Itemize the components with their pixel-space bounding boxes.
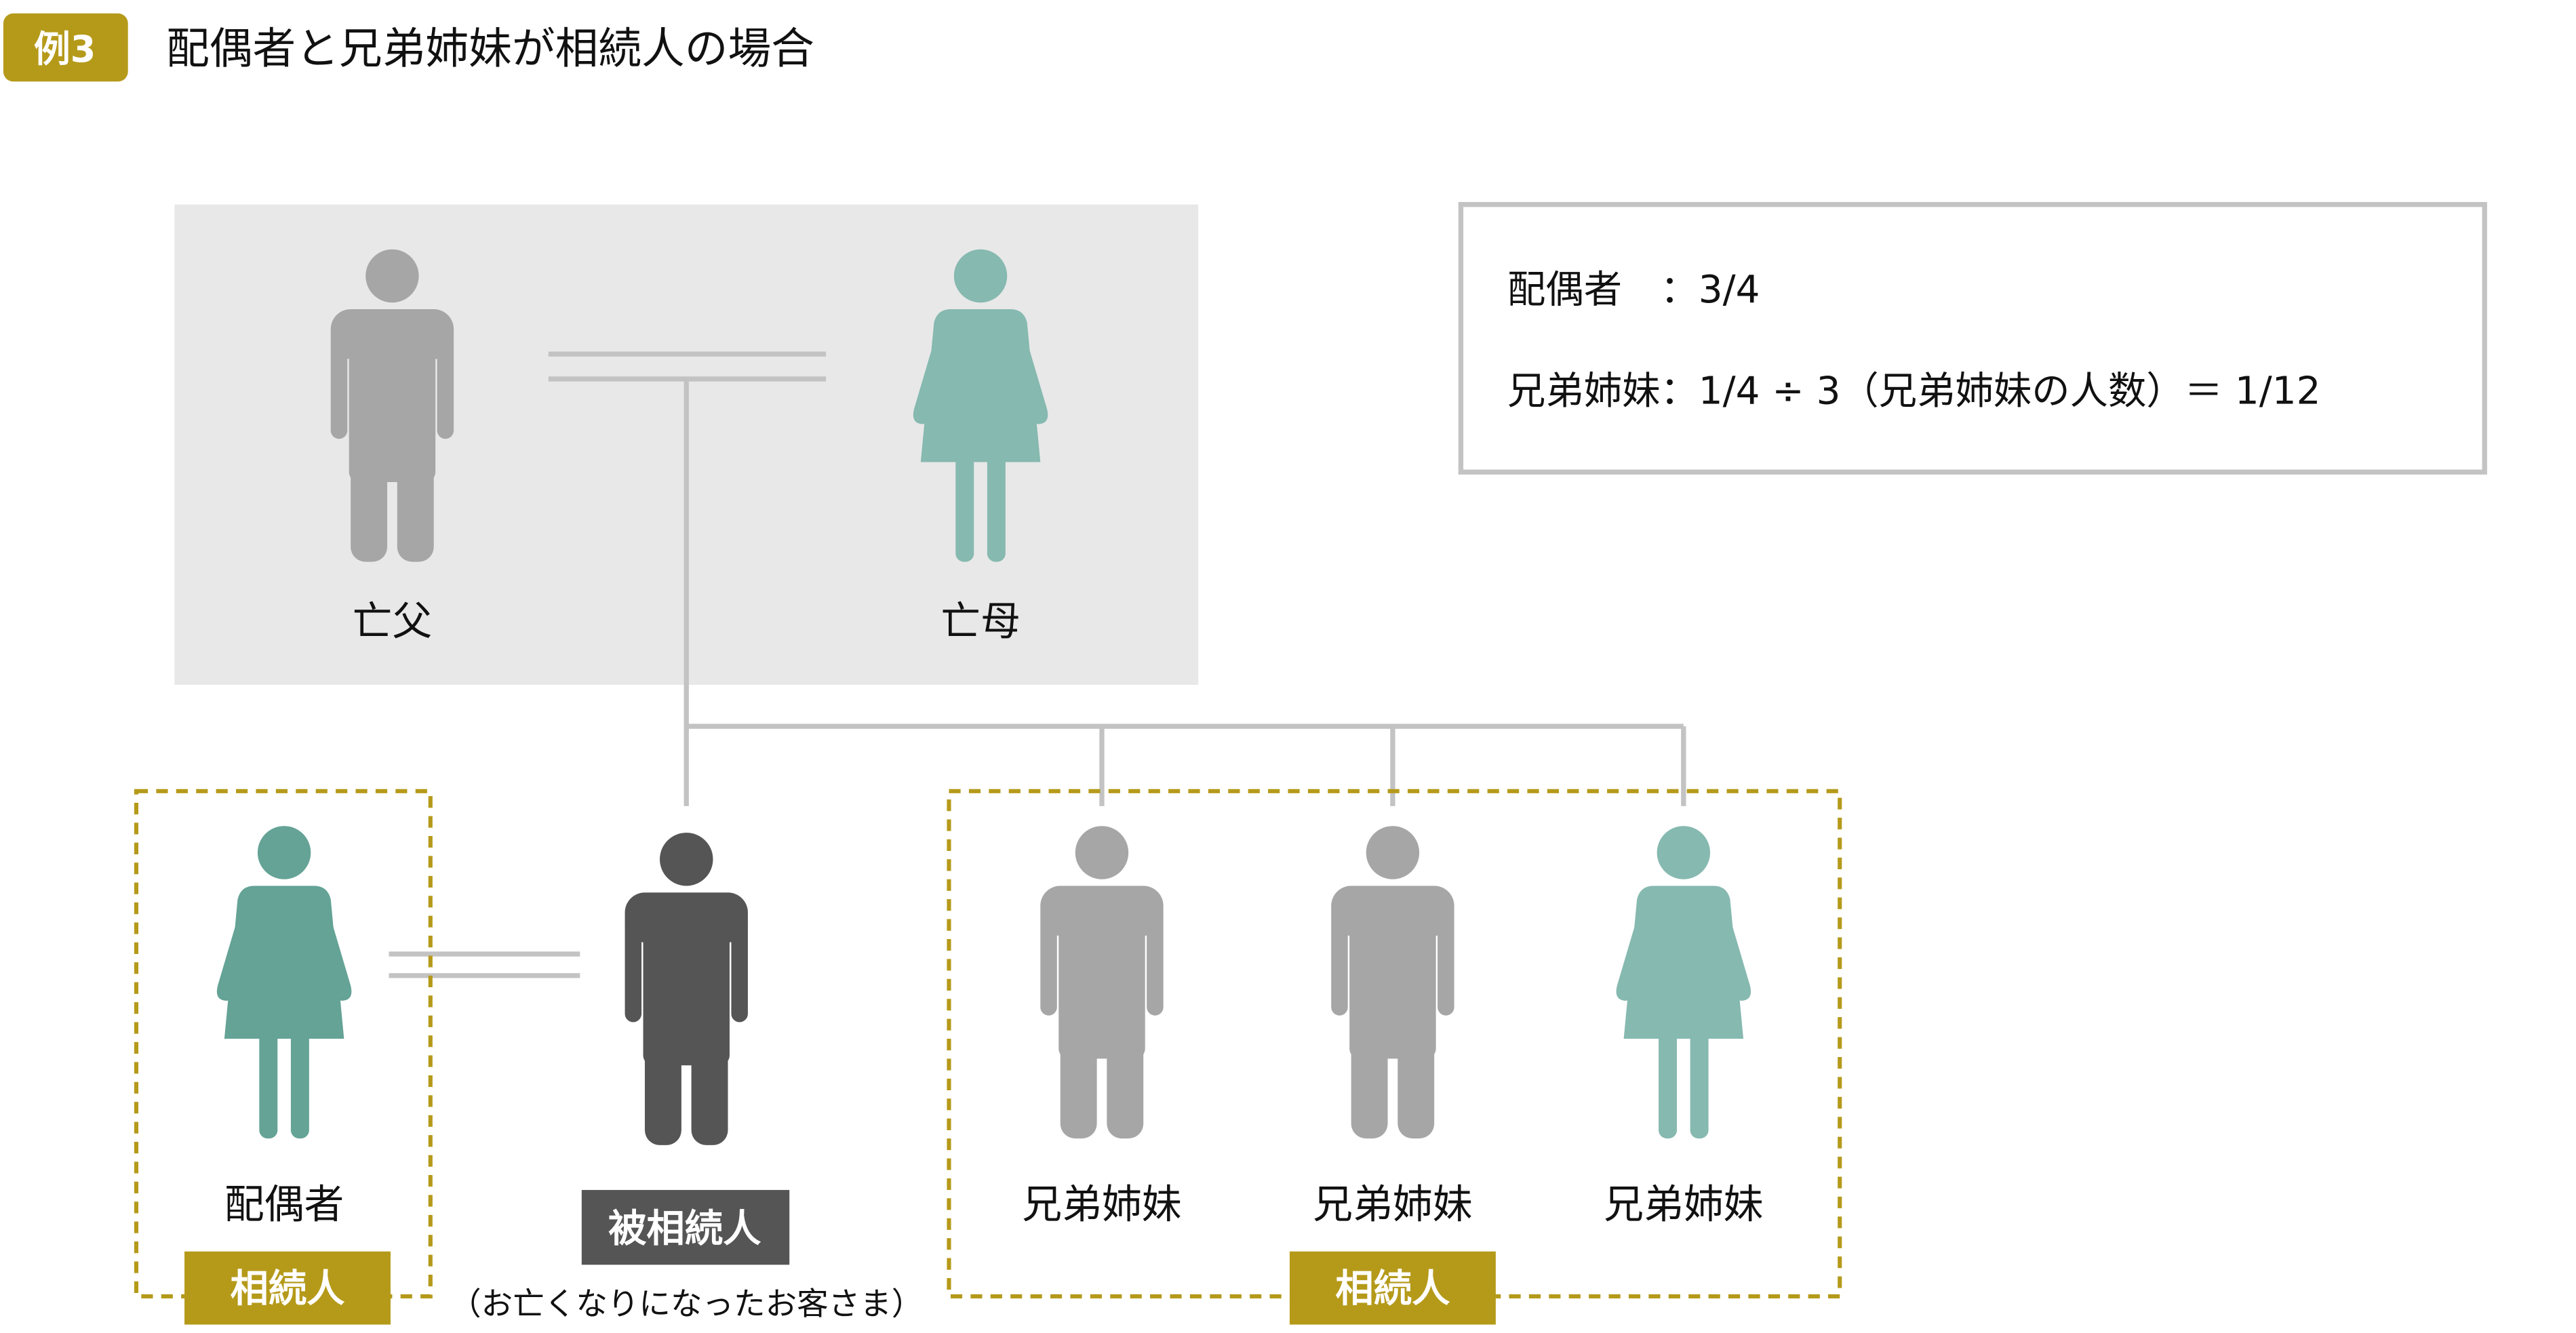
mother-label: 亡母	[940, 597, 1021, 644]
family-lines	[389, 351, 1686, 978]
spouse-heir-badge-label: 相続人	[230, 1267, 345, 1311]
deceased-note: （お亡くなりになったお客さま）	[450, 1286, 923, 1322]
father-label: 亡父	[353, 597, 433, 644]
share-info-box	[1458, 201, 2487, 475]
deceased-badge	[581, 1190, 790, 1265]
sibling-2-figure-icon	[1331, 826, 1454, 1139]
sibling-2-label: 兄弟姉妹	[1313, 1181, 1472, 1228]
spouse-share-text: 配偶者 ：3/4	[1507, 268, 1760, 312]
example-badge	[3, 13, 128, 82]
siblings-share-text: 兄弟姉妹：1/4 ÷ 3（兄弟姉妹の人数）＝ 1/12	[1507, 370, 2320, 414]
deceased-figure-icon	[625, 833, 748, 1145]
page-title: 配偶者と兄弟姉妹が相続人の場合	[166, 24, 814, 74]
siblings-heir-badge-label: 相続人	[1335, 1267, 1450, 1311]
sibling-1-label: 兄弟姉妹	[1022, 1181, 1181, 1228]
deceased-label: 被相続人	[608, 1207, 761, 1251]
sibling-3-figure-icon	[1616, 826, 1751, 1139]
spouse-figure-icon	[216, 826, 352, 1139]
spouse-heir-badge	[184, 1251, 391, 1325]
spouse-label: 配偶者	[224, 1181, 344, 1228]
example-badge-label: 例3	[34, 28, 96, 71]
siblings-heir-badge	[1289, 1251, 1496, 1325]
sibling-1-figure-icon	[1040, 826, 1164, 1139]
sibling-3-label: 兄弟姉妹	[1604, 1181, 1763, 1228]
